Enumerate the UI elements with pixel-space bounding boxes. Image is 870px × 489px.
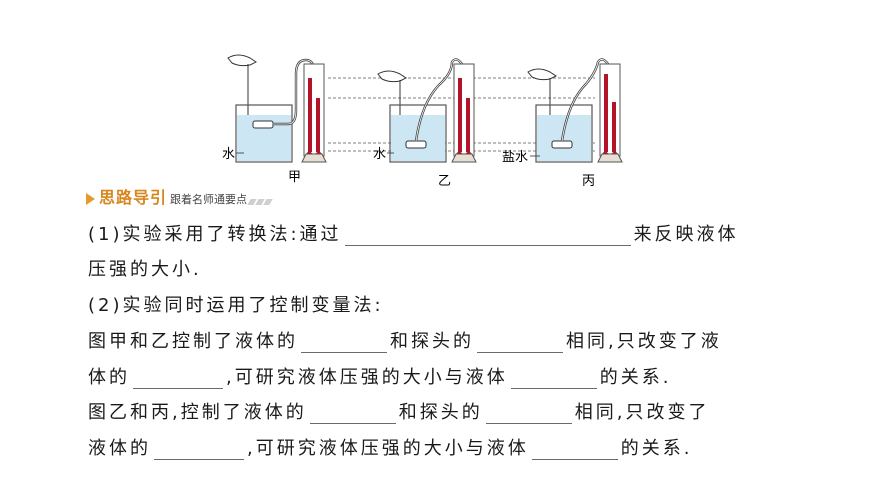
salt-water-label: 盐水 (502, 150, 528, 165)
answer-blank-6[interactable] (309, 403, 396, 424)
manometer-bing (599, 63, 621, 157)
caption-yi: 乙 (438, 174, 451, 189)
manometer-yi (453, 63, 475, 157)
answer-blank-5[interactable] (510, 368, 597, 389)
setup-bing: 盐水 丙 (502, 58, 623, 189)
q2-line2: 体的,可研究液体压强的大小与液体的关系. (88, 367, 672, 389)
answer-blank-2[interactable] (301, 332, 387, 353)
answer-blank-9[interactable] (531, 439, 618, 460)
q1-line1: (1)实验采用了转换法:通过来反映液体 (88, 224, 739, 246)
manometer-jia (303, 63, 325, 157)
q2-line1: 图甲和乙控制了液体的和探头的相同,只改变了液 (88, 331, 722, 353)
decor-slash-icon (263, 199, 273, 205)
probe-bing (551, 140, 573, 149)
experiment-figure: 水 甲 水 乙 盐水 丙 (222, 54, 623, 189)
hand-icon (377, 70, 407, 83)
beaker-jia (235, 104, 293, 163)
hand-icon (527, 68, 557, 81)
q2-line4: 液体的,可研究液体压强的大小与液体的关系. (88, 438, 693, 460)
q1-line2: 压强的大小. (88, 259, 202, 280)
setup-jia: 水 甲 (222, 54, 327, 185)
answer-blank-7[interactable] (485, 403, 572, 424)
setup-yi: 水 乙 (373, 58, 477, 189)
hand-icon (227, 54, 257, 67)
triangle-icon (86, 193, 95, 205)
water-label-jia: 水 (222, 147, 235, 162)
answer-blank-1[interactable] (344, 225, 631, 246)
guide-subtitle: 跟着名师通要点 (170, 193, 248, 206)
q2-heading: (2)实验同时运用了控制变量法: (88, 295, 384, 316)
answer-blank-4[interactable] (133, 368, 223, 389)
caption-jia: 甲 (288, 170, 301, 185)
answer-blank-3[interactable] (477, 332, 563, 353)
probe-jia (252, 120, 274, 129)
water-label-yi: 水 (373, 147, 386, 162)
q2-line3: 图乙和丙,控制了液体的和探头的相同,只改变了 (88, 402, 710, 424)
caption-bing: 丙 (582, 174, 595, 189)
guide-header: 思路导引 跟着名师通要点 (86, 184, 273, 208)
beaker-yi (389, 104, 447, 163)
answer-blank-8[interactable] (154, 439, 244, 460)
guide-title: 思路导引 (99, 188, 168, 207)
beaker-bing (535, 104, 593, 163)
probe-yi (405, 140, 427, 149)
